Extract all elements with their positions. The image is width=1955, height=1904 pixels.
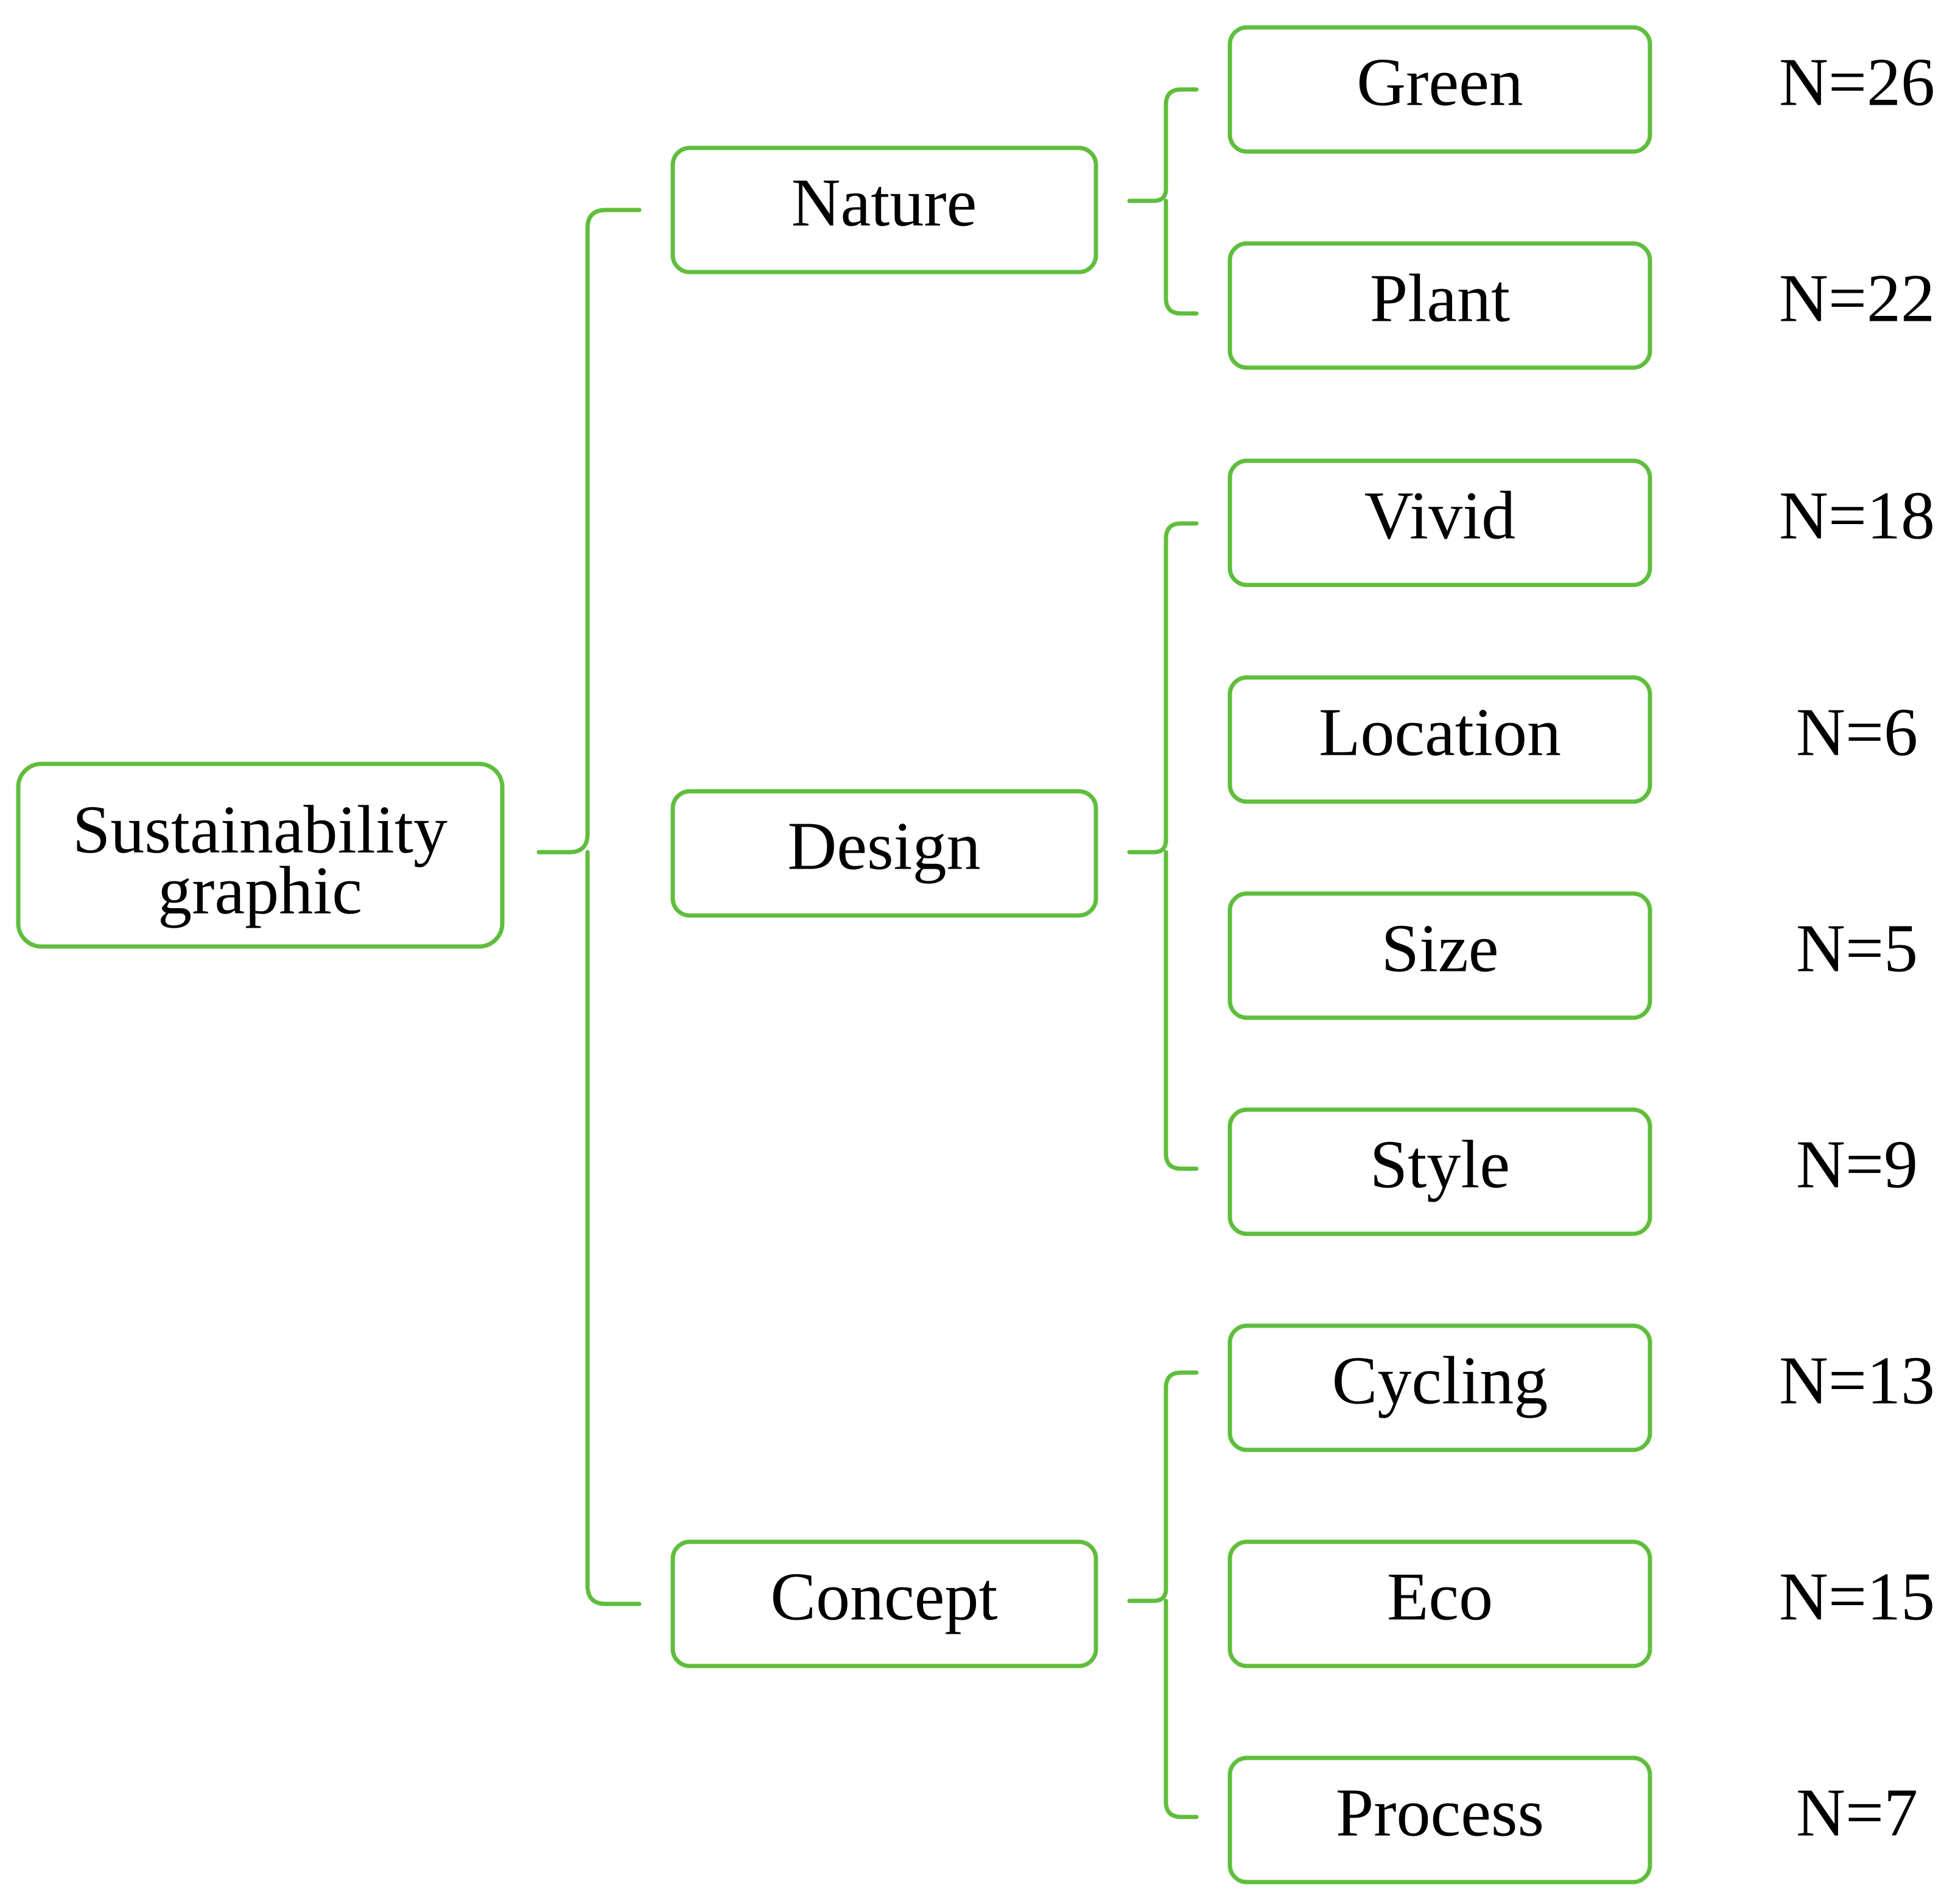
- item-vivid: Vivid: [1227, 458, 1652, 587]
- design-bracket: [1127, 521, 1199, 1171]
- category-nature: Nature: [670, 145, 1098, 275]
- item-label: Process: [1336, 1776, 1544, 1851]
- count-plant: N=22: [1779, 261, 1935, 337]
- item-process: Process: [1227, 1755, 1652, 1885]
- concept-bracket: [1127, 1370, 1199, 1819]
- item-label: Green: [1357, 45, 1523, 121]
- item-label: Cycling: [1332, 1343, 1548, 1419]
- item-style: Style: [1227, 1107, 1652, 1236]
- root-label-line2: graphic: [158, 853, 362, 929]
- item-plant: Plant: [1227, 241, 1652, 370]
- count-green: N=26: [1779, 45, 1935, 121]
- category-concept: Concept: [670, 1539, 1098, 1668]
- item-label: Eco: [1387, 1559, 1493, 1635]
- item-label: Location: [1319, 695, 1561, 771]
- category-label: Design: [787, 809, 980, 884]
- root-node: Sustainability graphic: [16, 761, 505, 949]
- count-process: N=7: [1796, 1776, 1918, 1851]
- item-location: Location: [1227, 675, 1652, 804]
- item-label: Size: [1381, 911, 1499, 987]
- count-location: N=6: [1796, 695, 1918, 771]
- category-design: Design: [670, 789, 1098, 918]
- item-label: Plant: [1370, 261, 1510, 337]
- item-label: Style: [1370, 1127, 1510, 1203]
- nature-bracket: [1127, 87, 1199, 316]
- root-label-line1: Sustainability: [72, 793, 448, 868]
- category-label: Nature: [791, 166, 977, 241]
- item-eco: Eco: [1227, 1539, 1652, 1668]
- item-size: Size: [1227, 891, 1652, 1020]
- item-cycling: Cycling: [1227, 1323, 1652, 1452]
- item-label: Vivid: [1364, 478, 1515, 554]
- count-eco: N=15: [1779, 1559, 1935, 1635]
- count-style: N=9: [1796, 1127, 1918, 1203]
- count-size: N=5: [1796, 911, 1918, 987]
- category-label: Concept: [770, 1559, 997, 1635]
- root-bracket: [536, 208, 642, 1606]
- count-vivid: N=18: [1779, 478, 1935, 554]
- item-green: Green: [1227, 25, 1652, 154]
- count-cycling: N=13: [1779, 1343, 1935, 1419]
